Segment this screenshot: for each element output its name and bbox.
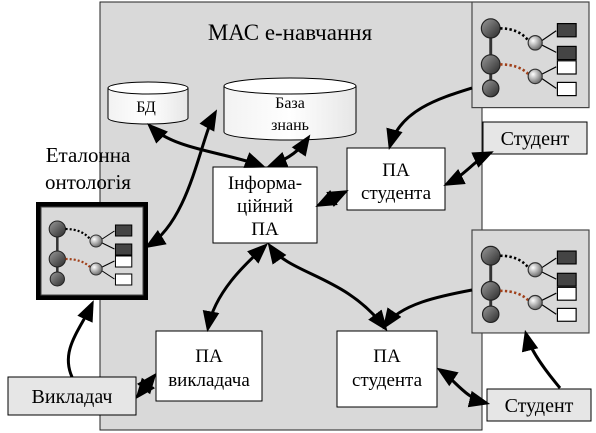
arrow-info-student-bottom: [267, 242, 388, 332]
kb-label-1: База: [275, 95, 305, 112]
mas-title: МАС е-навчання: [208, 20, 373, 45]
arrow-teacher-ontology: [66, 300, 94, 378]
student-ontology-bottom: [470, 228, 591, 335]
student-actor-bottom: Студент: [486, 388, 592, 422]
ontology-label-1: Еталонна: [46, 143, 131, 167]
knowledge-base: База знань: [223, 77, 357, 141]
student-agent-top: ПА студента: [346, 147, 446, 211]
info-agent-line3: ПА: [251, 219, 279, 240]
arrow-kb-info: [266, 134, 311, 168]
reference-ontology-panel: [36, 202, 148, 300]
arrow-ontology-db: [144, 109, 218, 249]
student-agent-top-line2: студента: [361, 183, 432, 204]
teacher-actor-label: Викладач: [32, 386, 113, 408]
student-actor-bottom-label: Студент: [505, 395, 574, 417]
ontology-label-2: онтологія: [45, 170, 131, 194]
arrow-onto-top-student: [386, 86, 473, 151]
teacher-agent: ПА викладача: [155, 330, 263, 402]
teacher-actor: Викладач: [7, 376, 137, 416]
student-agent-bottom-line1: ПА: [373, 346, 401, 367]
info-agent: Інформа- ційний ПА: [212, 166, 318, 244]
teacher-agent-line2: викладача: [168, 370, 250, 391]
student-actor-top: Студент: [482, 121, 588, 155]
arrow-info-teacher: [202, 243, 269, 333]
db-label: БД: [136, 99, 156, 116]
student-ontology-top: [470, 0, 591, 110]
arrow-onto-bottom-student: [382, 288, 473, 330]
arrow-actor-bottom-onto: [521, 329, 562, 389]
arrow-teacher-agent: [135, 372, 157, 400]
student-agent-bottom: ПА студента: [336, 330, 438, 408]
student-agent-top-line1: ПА: [382, 160, 410, 181]
teacher-agent-line1: ПА: [195, 346, 223, 367]
database-db: БД: [107, 81, 189, 125]
student-agent-bottom-line2: студента: [352, 370, 423, 391]
arrow-info-student-top: [315, 189, 349, 208]
arrow-actor-top-agent: [443, 151, 494, 186]
student-actor-top-label: Студент: [501, 128, 570, 150]
arrow-agent-bottom-actor: [436, 367, 491, 408]
kb-label-2: знань: [271, 117, 309, 134]
info-agent-line2: ційний: [237, 196, 293, 217]
info-agent-line1: Інформа-: [228, 173, 302, 194]
